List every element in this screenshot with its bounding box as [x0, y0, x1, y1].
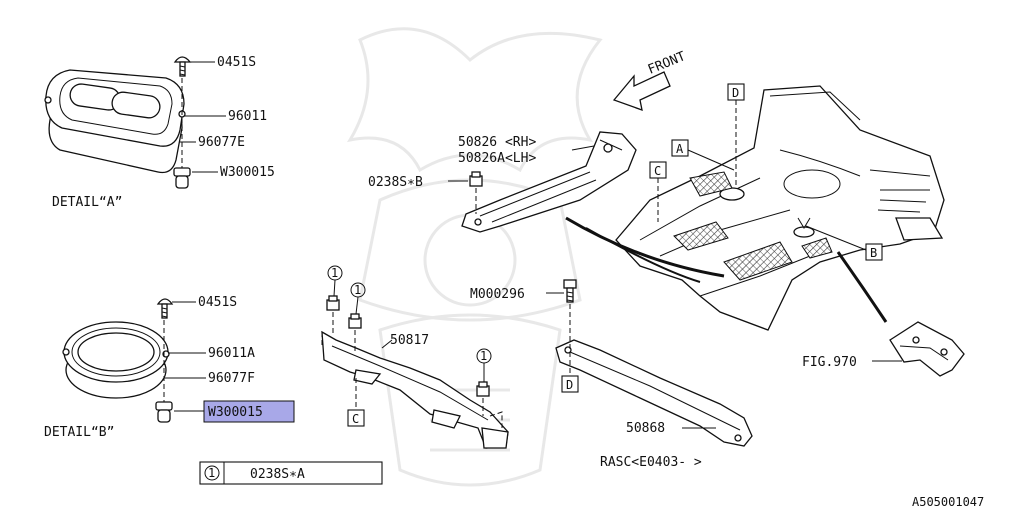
callout-circle-1-text: 1 — [354, 283, 361, 297]
grommet-icon — [155, 401, 173, 423]
label-w300015-b[interactable]: W300015 — [208, 405, 263, 420]
label-96077f: 96077F — [208, 371, 255, 386]
nut-icon — [326, 295, 340, 311]
grommet-icon — [173, 167, 191, 189]
legend-key: 1 — [208, 466, 215, 480]
callout-b — [865, 243, 883, 261]
screw-icon — [173, 56, 192, 77]
crossmember-50817 — [321, 330, 509, 449]
callout-c-upper-text: C — [654, 164, 661, 178]
label-m000296: M000296 — [470, 287, 525, 302]
callout-d-lower-text: D — [566, 378, 573, 392]
bracket-fig970 — [889, 321, 965, 377]
detail-b-group: 0451S 96011A 96077F W300015 DETAIL“B” — [44, 295, 295, 440]
hatched-pad — [723, 241, 793, 281]
hatched-pad — [801, 237, 833, 259]
highlight-box[interactable] — [203, 400, 295, 423]
oval-hole-right — [111, 91, 161, 119]
nut-icon — [476, 381, 490, 397]
label-50868: 50868 — [626, 421, 665, 436]
label-0451s-a: 0451S — [217, 55, 256, 70]
label-96011a: 96011A — [208, 346, 255, 361]
callout-c-lower-text: C — [352, 412, 359, 426]
label-rasc: RASC<E0403- > — [600, 455, 702, 470]
screw-icon — [156, 298, 174, 319]
detail-b-caption: DETAIL“B” — [44, 425, 114, 440]
label-w300015-a: W300015 — [220, 165, 275, 180]
label-fig970[interactable]: FIG.970 — [802, 355, 857, 370]
nut-icon — [348, 313, 362, 329]
floor-pan — [615, 85, 945, 331]
label-0238s-b: 0238S∗B — [368, 175, 423, 190]
label-50817: 50817 — [390, 333, 429, 348]
callout-d-upper-text: D — [732, 86, 739, 100]
label-50826a-lh: 50826A<LH> — [458, 151, 536, 166]
callout-a-text: A — [676, 142, 684, 156]
callout-circle-1-text: 1 — [480, 349, 487, 363]
label-96077e: 96077E — [198, 135, 245, 150]
detail-a-caption: DETAIL“A” — [52, 195, 122, 210]
hatched-pad — [689, 171, 733, 197]
front-label: FRONT — [646, 49, 688, 78]
hatched-pad — [673, 221, 729, 251]
callout-a — [671, 139, 689, 157]
diagram-id: A505001047 — [912, 495, 984, 509]
legend-part: 0238S∗A — [250, 467, 305, 482]
front-arrow: FRONT — [612, 49, 688, 111]
bolt-icon — [563, 279, 577, 303]
detail-a-group: 0451S 96011 96077E W300015 DETAIL“A” — [44, 55, 275, 210]
label-96011: 96011 — [228, 109, 267, 124]
label-50826-rh: 50826 <RH> — [458, 135, 536, 150]
callout-d-lower — [561, 375, 579, 393]
callout-b-text: B — [870, 246, 877, 260]
nut-icon — [469, 171, 483, 187]
callout-c-lower — [347, 409, 365, 427]
rail-50826 — [461, 131, 637, 233]
legend-box: 1 0238S∗A — [199, 461, 383, 485]
label-0451s-b: 0451S — [198, 295, 237, 310]
callout-circle-1-text: 1 — [331, 266, 338, 280]
